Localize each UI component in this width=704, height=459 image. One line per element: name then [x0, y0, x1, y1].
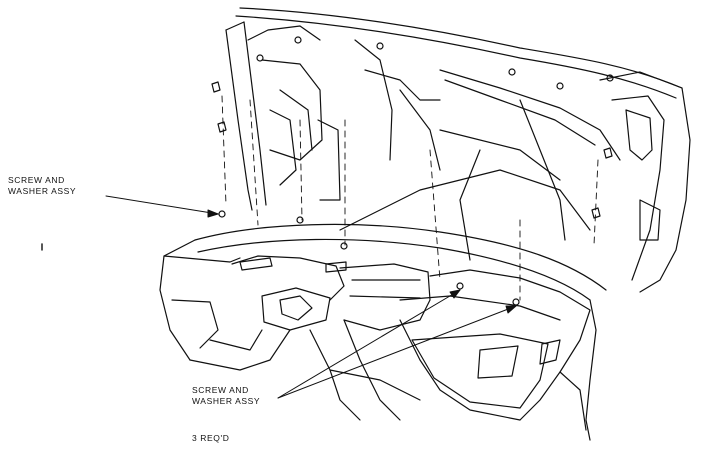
leader-lines	[106, 196, 516, 398]
callout-bottom-line2: WASHER ASSY	[192, 396, 261, 406]
callout-bottom-line1: SCREW AND	[192, 385, 249, 395]
quantity-note: 3 REQ'D	[192, 433, 230, 443]
instrument-panel-pad	[160, 210, 606, 440]
callout-top-line1: SCREW AND	[8, 175, 65, 185]
callout-screw-washer-bottom: SCREW AND WASHER ASSY	[192, 385, 260, 407]
callout-top-line2: WASHER ASSY	[8, 186, 77, 196]
callout-screw-washer-top: SCREW AND WASHER ASSY	[8, 175, 76, 197]
cowl-upper-frame	[212, 8, 690, 292]
alignment-lines	[222, 96, 598, 300]
